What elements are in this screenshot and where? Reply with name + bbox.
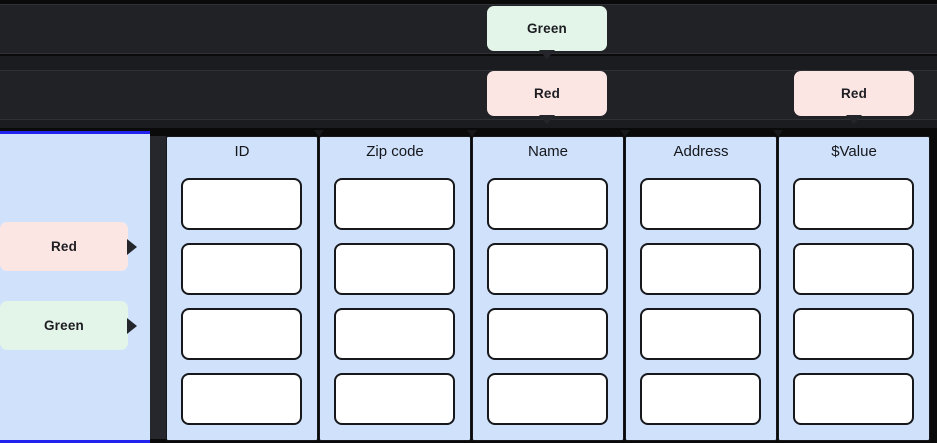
table-cell[interactable] — [640, 178, 761, 230]
table-cell[interactable] — [334, 243, 455, 295]
table-cell[interactable] — [640, 243, 761, 295]
tooltip-label: Green — [43, 318, 85, 333]
column-separator-notch — [467, 130, 477, 137]
column-header-address: Address — [673, 143, 729, 160]
table-cell[interactable] — [487, 243, 608, 295]
column-header-zip-code: Zip code — [366, 143, 424, 160]
tooltip-label: Red — [840, 86, 868, 101]
table-cell[interactable] — [793, 243, 914, 295]
vertical-divider-bar — [150, 136, 166, 439]
table-cell[interactable] — [487, 308, 608, 360]
backdrop-row-1 — [0, 56, 937, 70]
column-header-name: Name — [527, 143, 568, 160]
table-cell[interactable] — [640, 373, 761, 425]
table-cell[interactable] — [181, 178, 302, 230]
column-header-id: ID — [234, 143, 250, 160]
table-cell[interactable] — [334, 373, 455, 425]
tooltip-arrow-down-icon — [539, 50, 555, 59]
table-cell[interactable] — [334, 308, 455, 360]
table-cell[interactable] — [793, 178, 914, 230]
table-column-id[interactable]: ID — [166, 136, 318, 441]
tooltip-arrow-right-icon — [127, 238, 137, 255]
tooltip-badge-red-1: Red — [794, 71, 914, 124]
tooltip-arrow-down-icon — [846, 115, 862, 124]
table-column-name[interactable]: Name — [472, 136, 624, 441]
tooltip-badge-left-0: Red — [0, 222, 137, 271]
table-cell[interactable] — [181, 373, 302, 425]
table-cell[interactable] — [334, 178, 455, 230]
left-blue-panel — [0, 131, 150, 443]
table-cell[interactable] — [181, 308, 302, 360]
column-header--value: $Value — [831, 143, 877, 160]
table-cell[interactable] — [640, 308, 761, 360]
table-column-zip-code[interactable]: Zip code — [319, 136, 471, 441]
tooltip-label: Green — [526, 21, 568, 36]
backdrop-row-0 — [0, 4, 937, 54]
tooltip-arrow-right-icon — [127, 317, 137, 334]
tooltip-label: Red — [533, 86, 561, 101]
table-column--value[interactable]: $Value — [778, 136, 930, 441]
table-column-address[interactable]: Address — [625, 136, 777, 441]
column-separator-notch — [620, 130, 630, 137]
table-cell[interactable] — [793, 373, 914, 425]
backdrop-row-3 — [0, 120, 937, 128]
tooltip-label: Red — [50, 239, 78, 254]
tooltip-badge-left-1: Green — [0, 301, 137, 350]
backdrop-row-2 — [0, 70, 937, 120]
tooltip-badge-red-0: Red — [487, 71, 607, 124]
table-cell[interactable] — [793, 308, 914, 360]
tooltip-arrow-down-icon — [539, 115, 555, 124]
column-separator-notch — [314, 130, 324, 137]
table-cell[interactable] — [487, 178, 608, 230]
column-separator-notch — [773, 130, 783, 137]
table-cell[interactable] — [487, 373, 608, 425]
tooltip-badge-green-top: Green — [487, 6, 607, 59]
table-cell[interactable] — [181, 243, 302, 295]
